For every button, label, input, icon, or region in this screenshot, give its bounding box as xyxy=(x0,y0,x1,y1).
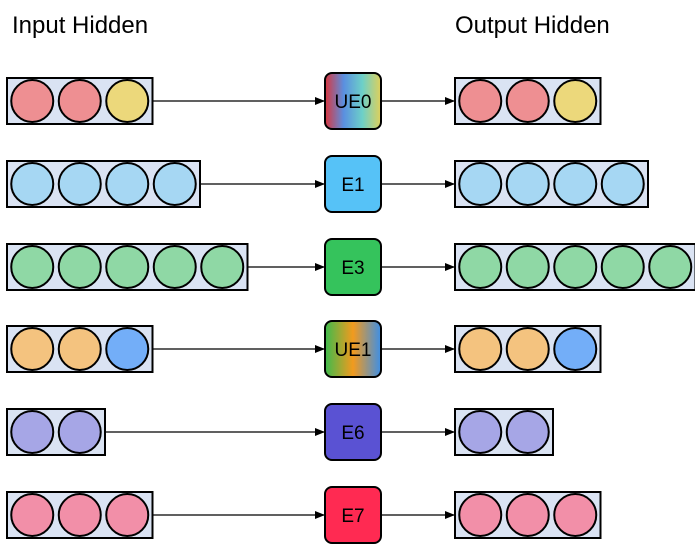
input-token-cell xyxy=(10,327,55,371)
input-token-cell xyxy=(57,245,102,289)
input-token-cell xyxy=(105,162,150,206)
output-token-cell xyxy=(505,410,550,454)
output-token-cell xyxy=(505,245,550,289)
expert-box xyxy=(324,155,382,213)
output-hidden-header: Output Hidden xyxy=(455,12,610,39)
output-token-cell xyxy=(505,493,550,537)
input-bank-row-1 xyxy=(6,77,154,125)
expert-label: E3 xyxy=(341,258,364,279)
output-token-cell xyxy=(553,79,598,123)
output-bank-row-1 xyxy=(454,77,602,125)
expert-box xyxy=(324,403,382,461)
output-token-cell xyxy=(600,162,645,206)
input-token-cell xyxy=(152,245,197,289)
input-token-cell xyxy=(105,79,150,123)
expert-box xyxy=(324,486,382,544)
output-token-cell xyxy=(553,162,598,206)
output-token-cell xyxy=(458,493,503,537)
input-token-cell xyxy=(57,410,102,454)
output-bank-row-3 xyxy=(454,243,695,291)
input-token-cell xyxy=(57,162,102,206)
output-bank-row-5 xyxy=(454,408,554,456)
input-token-cell xyxy=(10,79,55,123)
input-token-cell xyxy=(57,79,102,123)
expert-box xyxy=(324,238,382,296)
output-token-cell xyxy=(458,245,503,289)
input-bank-row-2 xyxy=(6,160,201,208)
expert-e3: E3 xyxy=(324,238,382,296)
expert-label: UE0 xyxy=(335,92,372,113)
input-token-cell xyxy=(105,493,150,537)
output-token-cell xyxy=(600,245,645,289)
expert-label: UE1 xyxy=(335,340,372,361)
expert-e6: E6 xyxy=(324,403,382,461)
output-token-cell xyxy=(458,79,503,123)
input-token-cell xyxy=(10,410,55,454)
output-bank-row-6 xyxy=(454,491,602,539)
expert-label: E6 xyxy=(341,423,364,444)
output-token-cell xyxy=(505,327,550,371)
input-token-cell xyxy=(105,245,150,289)
input-token-cell xyxy=(152,162,197,206)
output-token-cell xyxy=(505,79,550,123)
input-token-cell xyxy=(57,493,102,537)
output-token-cell xyxy=(648,245,693,289)
input-token-cell xyxy=(10,162,55,206)
input-bank-row-6 xyxy=(6,491,154,539)
input-hidden-header: Input Hidden xyxy=(12,12,148,39)
input-bank-row-4 xyxy=(6,325,154,373)
expert-label: E1 xyxy=(341,175,364,196)
output-token-cell xyxy=(505,162,550,206)
output-token-cell xyxy=(458,410,503,454)
input-token-cell xyxy=(105,327,150,371)
input-token-cell xyxy=(10,493,55,537)
output-token-cell xyxy=(553,493,598,537)
expert-box xyxy=(324,72,382,130)
expert-e7: E7 xyxy=(324,486,382,544)
input-bank-row-3 xyxy=(6,243,249,291)
output-token-cell xyxy=(458,327,503,371)
expert-label: E7 xyxy=(341,506,364,527)
output-token-cell xyxy=(458,162,503,206)
expert-e1: E1 xyxy=(324,155,382,213)
output-token-cell xyxy=(553,327,598,371)
input-token-cell xyxy=(200,245,245,289)
input-token-cell xyxy=(57,327,102,371)
input-bank-row-5 xyxy=(6,408,106,456)
output-token-cell xyxy=(553,245,598,289)
output-bank-row-4 xyxy=(454,325,602,373)
output-bank-row-2 xyxy=(454,160,649,208)
expert-box xyxy=(324,320,382,378)
expert-ue0: UE0 xyxy=(324,72,382,130)
expert-ue1: UE1 xyxy=(324,320,382,378)
input-token-cell xyxy=(10,245,55,289)
